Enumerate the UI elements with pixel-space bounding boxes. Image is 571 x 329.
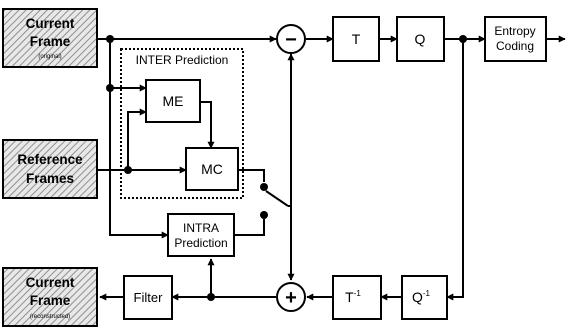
- filter-block: Filter: [123, 275, 173, 320]
- connection-lines: [97, 35, 566, 301]
- reference-frames-line1: Reference: [17, 152, 83, 167]
- me-label: ME: [163, 93, 184, 109]
- inverse-transform-label: T-1: [345, 289, 361, 305]
- inverse-transform-block: T-1: [332, 275, 382, 320]
- junction-dots: [106, 35, 467, 301]
- transform-label: T: [352, 31, 361, 47]
- current-frame-output: Current Frame (reconstructed): [2, 267, 98, 327]
- inter-prediction-group: [120, 48, 244, 199]
- quantize-label: Q: [415, 31, 426, 47]
- quantize-block: Q: [396, 16, 445, 62]
- current-frame-input: Current Frame (original): [2, 8, 98, 68]
- me-block: ME: [145, 79, 201, 123]
- subtract-sign: −: [285, 29, 297, 51]
- entropy-coding-line1: Entropy: [494, 24, 535, 38]
- entropy-coding-line2: Coding: [496, 39, 534, 53]
- intra-prediction-block: INTRA Prediction: [167, 213, 235, 257]
- reference-frames-line2: Frames: [26, 171, 74, 186]
- current-frame-output-line2: Frame: [30, 293, 71, 308]
- intra-prediction-line2: Prediction: [174, 236, 227, 250]
- inter-prediction-label: INTER Prediction: [136, 53, 229, 67]
- current-frame-input-note: (original): [38, 54, 61, 60]
- filter-label: Filter: [134, 290, 164, 305]
- current-frame-input-line1: Current: [26, 16, 75, 31]
- current-frame-input-line2: Frame: [30, 34, 71, 49]
- inverse-quantize-exponent: -1: [423, 289, 431, 298]
- entropy-coding-block: Entropy Coding: [484, 16, 547, 62]
- inverse-quantize-block: Q-1: [401, 275, 448, 320]
- current-frame-output-note: (reconstructed): [30, 314, 70, 320]
- intra-prediction-line1: INTRA: [183, 221, 219, 235]
- inverse-quantize-base: Q: [412, 289, 423, 305]
- current-frame-output-line1: Current: [26, 275, 75, 290]
- inverse-quantize-label: Q-1: [412, 289, 431, 305]
- reference-frames-input: Reference Frames: [2, 139, 98, 199]
- mc-label: MC: [201, 161, 223, 177]
- subtractor-node: −: [276, 24, 306, 54]
- adder-node: +: [276, 282, 306, 312]
- transform-block: T: [332, 16, 380, 62]
- inverse-transform-base: T: [345, 289, 354, 305]
- inverse-transform-exponent: -1: [354, 289, 362, 298]
- add-sign: +: [285, 287, 297, 309]
- mc-block: MC: [185, 147, 239, 191]
